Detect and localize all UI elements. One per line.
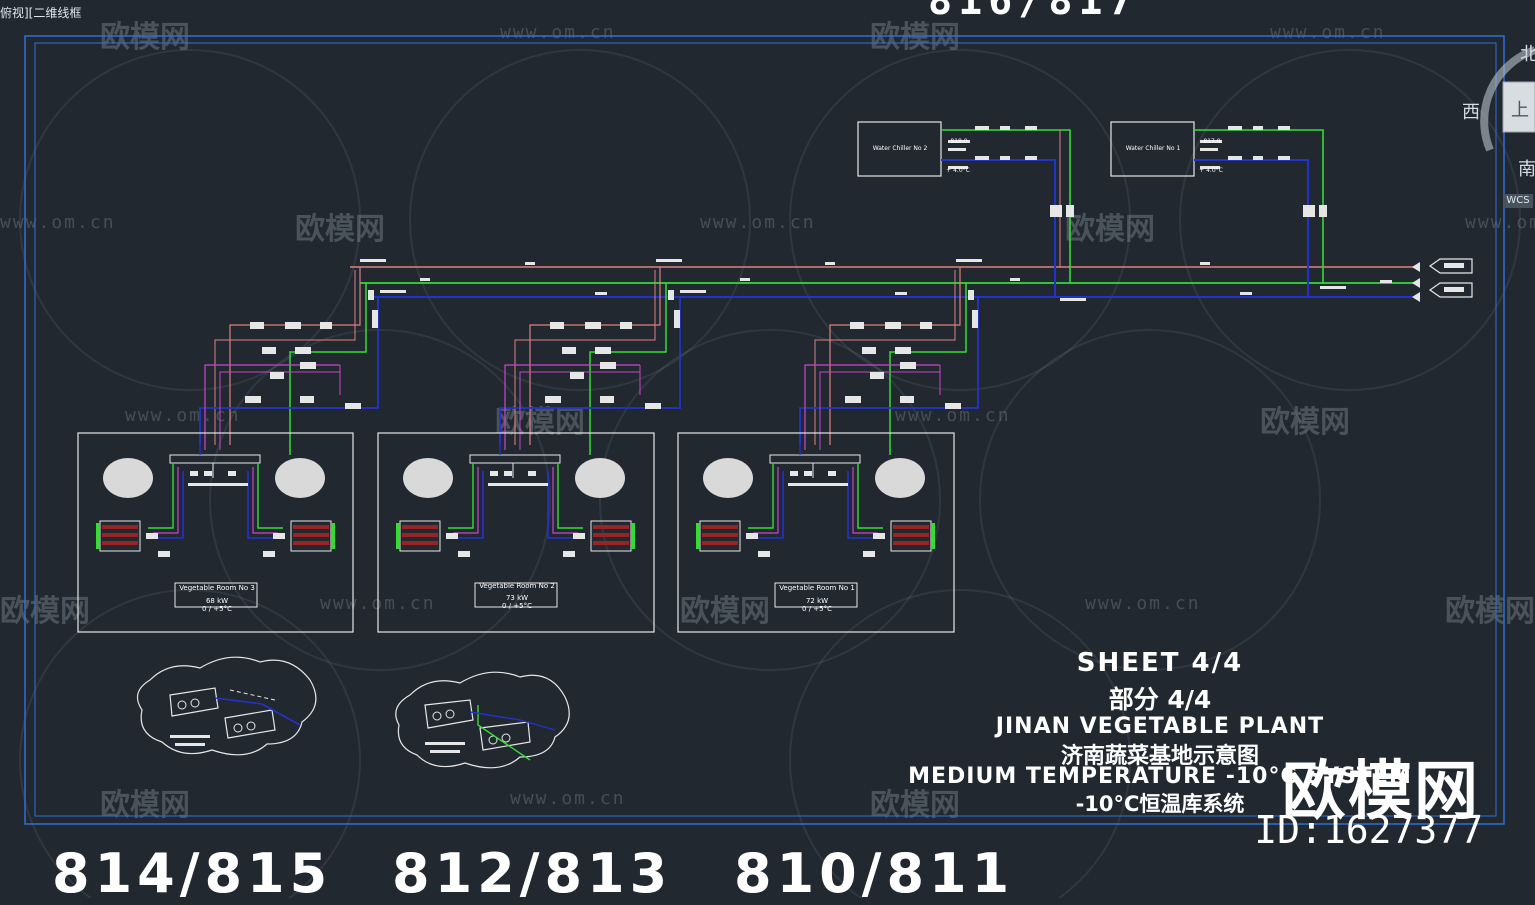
watermark-circles xyxy=(19,49,1521,898)
watermark-brand: 欧模网 xyxy=(0,594,90,629)
chiller-temp: + 4.0°C xyxy=(1199,167,1223,174)
system-name-cn: -10°C恒温库系统 xyxy=(1075,792,1245,816)
branch-piping-3 xyxy=(199,267,379,455)
chiller-box xyxy=(1110,121,1195,177)
watermark-brand: 欧模网 xyxy=(100,20,190,55)
watermark-brand: 欧模网 xyxy=(680,594,770,629)
detail-cloud-2 xyxy=(395,671,570,769)
watermark-brand: 欧模网 xyxy=(100,788,190,823)
room-panel xyxy=(77,432,354,633)
sheet-number: 810/811 xyxy=(734,842,1015,905)
room-panel xyxy=(377,432,655,633)
watermark-url: www.om.cn xyxy=(1270,22,1386,43)
plant-name-en: JINAN VEGETABLE PLANT xyxy=(995,714,1325,739)
watermark-brand: 欧模网 xyxy=(870,20,960,55)
room-temp: 0 / +5°C xyxy=(202,605,232,613)
viewport-label[interactable]: 俯视][二维线框 xyxy=(0,6,82,20)
branch-piping-2 xyxy=(499,267,681,455)
compass-west[interactable]: 西 xyxy=(1462,102,1480,123)
compass-north[interactable]: 北 xyxy=(1520,44,1535,65)
sheet-title-en: SHEET 4/4 xyxy=(1076,648,1244,678)
room-panel xyxy=(677,432,955,633)
compass-south[interactable]: 南 xyxy=(1518,159,1535,180)
watermark-url: www.om.cn xyxy=(1465,212,1535,233)
sheet-number: 814/815 xyxy=(52,842,333,905)
watermark-url: www.om.cn xyxy=(320,593,436,614)
watermark-url: www.om.cn xyxy=(125,405,241,426)
chiller-id: 817.0 xyxy=(1203,138,1221,145)
watermark-url: www.om.cn xyxy=(500,22,616,43)
main-headers xyxy=(350,258,1473,302)
watermark-brand: 欧模网 xyxy=(1260,405,1350,440)
watermark-url: www.om.cn xyxy=(700,212,816,233)
room-temp: 0 / +5°C xyxy=(502,602,532,610)
watermark-brand: 欧模网 xyxy=(870,788,960,823)
chiller-box xyxy=(857,121,942,177)
title-block: SHEET 4/4 部分 4/4 JINAN VEGETABLE PLANT 济… xyxy=(860,648,1460,818)
room-name: Vegetable Room No 1 xyxy=(779,584,855,592)
watermark-id: ID:1627377 xyxy=(1254,808,1483,852)
view-cube-top[interactable]: 上 xyxy=(1511,100,1529,121)
watermark-url: www.om.cn xyxy=(0,212,116,233)
chiller-id: 818.0 xyxy=(950,138,968,145)
header-tags xyxy=(360,259,1392,301)
room-connectors xyxy=(199,445,801,455)
watermark-brand: 欧模网 xyxy=(495,405,585,440)
watermark-brand: 欧模网 xyxy=(295,212,385,247)
room-temp: 0 / +5°C xyxy=(802,605,832,613)
drawing-border-outer xyxy=(24,35,1505,825)
chiller-temp: + 4.0°C xyxy=(946,167,970,174)
branch-piping-1 xyxy=(799,267,979,455)
chiller-group xyxy=(857,121,1327,297)
watermark-url: www.om.cn xyxy=(510,788,626,809)
room-power: 73 kW xyxy=(505,594,529,602)
chiller-label: Water Chiller No 2 xyxy=(872,145,928,152)
watermark-brand: 欧模网 xyxy=(1065,212,1155,247)
view-cube[interactable] xyxy=(1480,46,1535,152)
system-name-en: MEDIUM TEMPERATURE -10°C SYSTEM xyxy=(908,764,1412,789)
room-panels xyxy=(77,432,955,633)
watermark-url: www.om.cn xyxy=(895,405,1011,426)
watermark-brand: 欧模网 xyxy=(1445,594,1535,629)
top-sheet-number: 816/817 xyxy=(928,0,1139,24)
detail-cloud-1 xyxy=(136,656,317,756)
chiller-label: Water Chiller No 1 xyxy=(1125,145,1181,152)
wcs-menu[interactable]: WCS xyxy=(1503,194,1533,208)
room-name: Vegetable Room No 2 xyxy=(479,582,555,590)
room-power: 72 kW xyxy=(805,597,829,605)
plant-name-cn: 济南蔬菜基地示意图 xyxy=(1060,744,1259,769)
room-power: 68 kW xyxy=(205,597,229,605)
drawing-border-inner xyxy=(34,42,1497,817)
watermark-url: www.om.cn xyxy=(1085,593,1201,614)
sheet-title-cn: 部分 4/4 xyxy=(1108,685,1212,714)
sheet-number: 812/813 xyxy=(392,842,673,905)
room-name: Vegetable Room No 3 xyxy=(179,584,255,592)
watermark-brand-large: 欧模网 xyxy=(1282,755,1480,829)
